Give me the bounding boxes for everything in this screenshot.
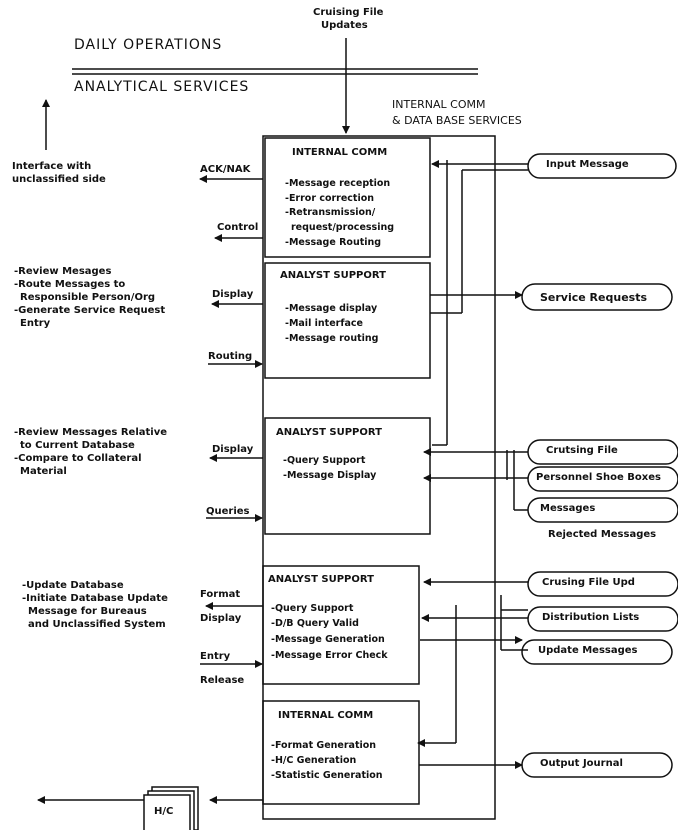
box3-title: ANALYST SUPPORT bbox=[276, 427, 382, 438]
terminal-label-output-journal: Output Journal bbox=[540, 758, 623, 769]
port-entry: Entry bbox=[200, 651, 231, 662]
box4-item-4: -Message Error Check bbox=[271, 650, 388, 661]
note1-line-2: -Route Messages to bbox=[14, 279, 126, 290]
rejected-messages-label: Rejected Messages bbox=[548, 529, 657, 540]
box4-item-3: -Message Generation bbox=[271, 634, 385, 645]
analytical-services-heading: ANALYTICAL SERVICES bbox=[74, 79, 250, 95]
port-release: Release bbox=[200, 675, 245, 686]
internal-comm-db-title-2: & DATA BASE SERVICES bbox=[392, 114, 522, 127]
box-4 bbox=[262, 565, 420, 685]
port-routing: Routing bbox=[208, 351, 253, 362]
note3-line-2: -Initiate Database Update bbox=[22, 593, 168, 604]
box5-item-1: -Format Generation bbox=[271, 740, 377, 751]
port-queries: Queries bbox=[206, 506, 250, 517]
note2-line-1: -Review Messages Relative bbox=[14, 427, 168, 438]
daily-operations-heading: DAILY OPERATIONS bbox=[74, 37, 223, 53]
box5-item-2: -H/C Generation bbox=[271, 755, 357, 766]
terminal-label-update-messages: Update Messages bbox=[538, 645, 638, 656]
interface-note-2: unclassified side bbox=[12, 174, 106, 185]
terminal-input-message bbox=[527, 153, 677, 179]
box1-item-1: -Message reception bbox=[285, 178, 391, 189]
top-input-label-2: Updates bbox=[321, 20, 368, 31]
note3-line-4: and Unclassified System bbox=[28, 619, 166, 630]
port-display-1: Display bbox=[212, 289, 254, 300]
box-1 bbox=[264, 137, 431, 258]
interface-note-1: Interface with bbox=[12, 161, 92, 172]
note1-line-1: -Review Mesages bbox=[14, 266, 112, 277]
port-display-3: Display bbox=[200, 613, 242, 624]
box3-item-2: -Message Display bbox=[283, 470, 377, 481]
terminal-update-messages bbox=[521, 639, 673, 665]
note2-line-2: to Current Database bbox=[20, 440, 135, 451]
note2-line-3: -Compare to Collateral bbox=[14, 453, 142, 464]
port-control: Control bbox=[217, 222, 259, 233]
port-format: Format bbox=[200, 589, 241, 600]
terminal-label-crusing-file-upd: Crusing File Upd bbox=[542, 577, 635, 588]
box2-item-3: -Message routing bbox=[285, 333, 379, 344]
note2-line-4: Material bbox=[20, 466, 67, 477]
terminal-label-messages: Messages bbox=[540, 503, 596, 514]
box1-title: INTERNAL COMM bbox=[292, 147, 388, 158]
box1-item-5: -Message Routing bbox=[285, 237, 382, 248]
terminal-crusing-file-upd bbox=[527, 571, 678, 597]
note1-line-5: Entry bbox=[20, 318, 51, 329]
terminal-label-distribution-lists: Distribution Lists bbox=[542, 612, 640, 623]
box2-item-2: -Mail interface bbox=[285, 318, 363, 329]
box1-item-2: -Error correction bbox=[285, 193, 375, 204]
hc-document-icon bbox=[143, 786, 199, 830]
box4-title: ANALYST SUPPORT bbox=[268, 574, 374, 585]
top-input-label-1: Cruising File bbox=[313, 7, 384, 18]
terminal-label-input-message: Input Message bbox=[546, 159, 629, 170]
hc-label: H/C bbox=[154, 806, 174, 817]
terminal-label-service-requests: Service Requests bbox=[540, 291, 648, 304]
terminal-label-shoe-boxes: Personnel Shoe Boxes bbox=[536, 472, 661, 483]
box1-item-3: -Retransmission/ bbox=[285, 207, 376, 218]
box5-item-3: -Statistic Generation bbox=[271, 770, 383, 781]
terminal-distribution-lists bbox=[527, 606, 678, 632]
terminal-messages bbox=[527, 497, 678, 523]
box4-item-2: -D/B Query Valid bbox=[271, 618, 359, 629]
box2-item-1: -Message display bbox=[285, 303, 378, 314]
box-2 bbox=[264, 262, 431, 379]
box4-item-1: -Query Support bbox=[271, 603, 354, 614]
port-display-2: Display bbox=[212, 444, 254, 455]
box3-item-1: -Query Support bbox=[283, 455, 366, 466]
port-ack-nak: ACK/NAK bbox=[200, 164, 251, 175]
terminal-output-journal bbox=[521, 752, 673, 778]
note1-line-4: -Generate Service Request bbox=[14, 305, 166, 316]
note1-line-3: Responsible Person/Org bbox=[20, 292, 156, 303]
box5-title: INTERNAL COMM bbox=[278, 710, 374, 721]
box2-title: ANALYST SUPPORT bbox=[280, 270, 386, 281]
terminal-label-crutsing-file: Crutsing File bbox=[546, 445, 618, 456]
box-5 bbox=[262, 700, 420, 805]
terminal-shoe-boxes bbox=[527, 466, 678, 492]
note3-line-1: -Update Database bbox=[22, 580, 124, 591]
internal-comm-db-title-1: INTERNAL COMM bbox=[392, 98, 486, 111]
note3-line-3: Message for Bureaus bbox=[28, 606, 147, 617]
terminal-crutsing-file bbox=[527, 439, 678, 465]
box1-item-4: request/processing bbox=[291, 222, 395, 233]
terminal-service-requests bbox=[521, 283, 673, 311]
